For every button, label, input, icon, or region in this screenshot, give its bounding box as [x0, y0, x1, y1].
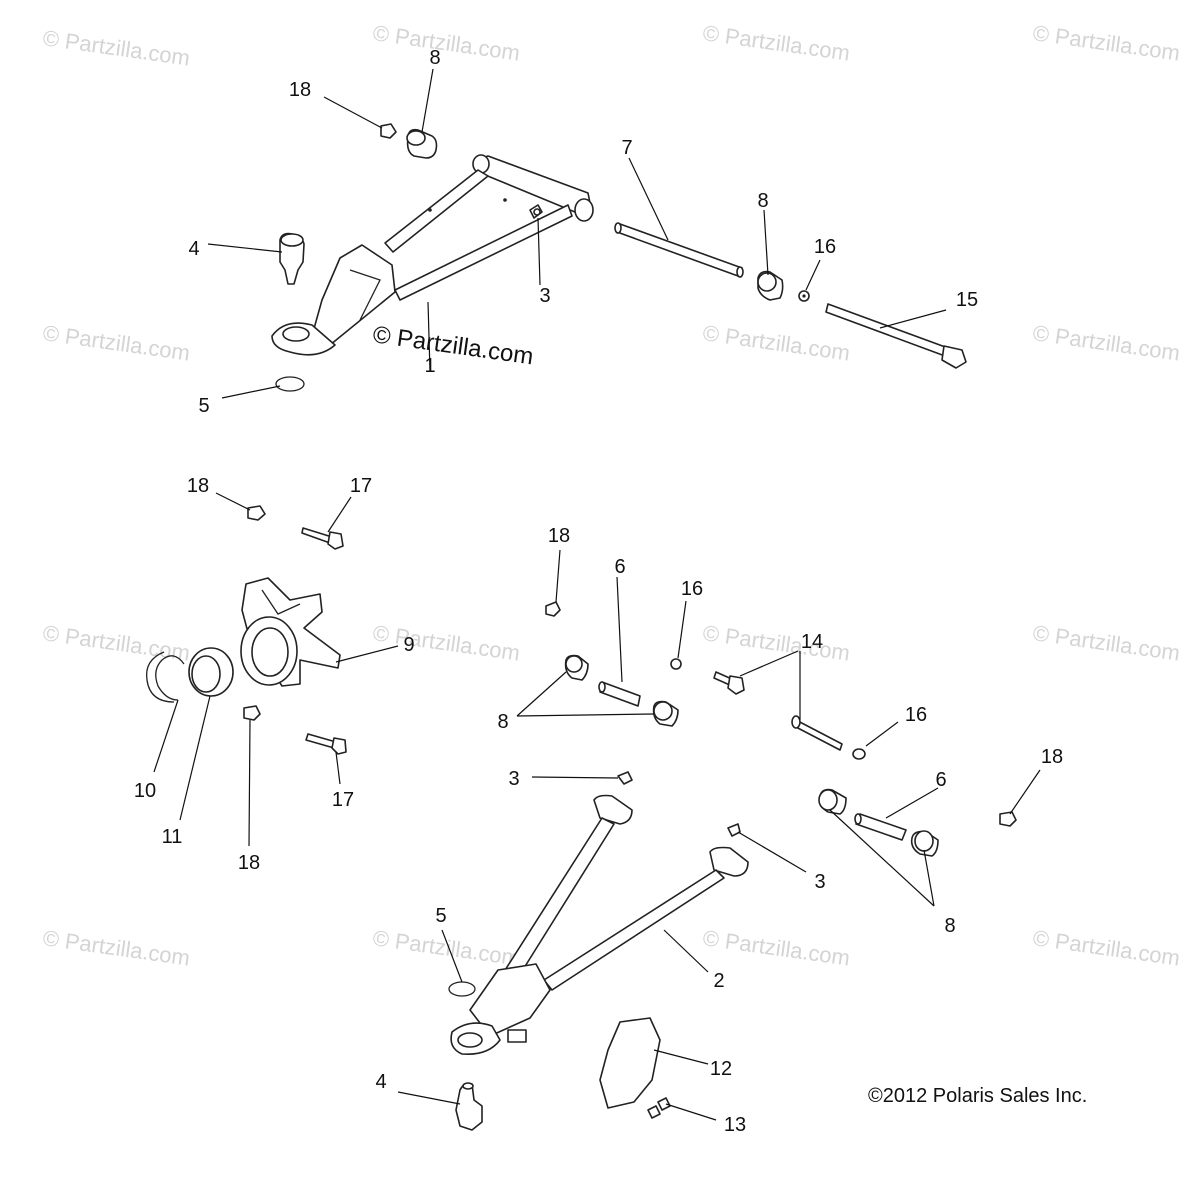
bolt-17-bottom	[305, 733, 347, 755]
watermark: © Partzilla.com	[1031, 20, 1181, 65]
part-3-lower-b	[727, 823, 741, 837]
bearing-11	[188, 647, 234, 697]
ball-joint-4-top	[279, 232, 305, 285]
watermark: © Partzilla.com	[41, 25, 191, 70]
watermark: © Partzilla.com	[371, 20, 521, 65]
circlip-5-bottom	[448, 981, 476, 997]
watermark: © Partzilla.com	[1031, 620, 1181, 665]
callout-18: 18	[238, 852, 260, 874]
watermark: © Partzilla.com	[371, 925, 521, 970]
watermark: © Partzilla.com	[701, 620, 851, 665]
watermark: © Partzilla.com	[41, 925, 191, 970]
nut-18-lower-left	[243, 705, 261, 721]
callout-16: 16	[681, 578, 703, 600]
watermark: © Partzilla.com	[41, 320, 191, 365]
part-3-upper	[529, 204, 543, 219]
guard-plate-12	[599, 1017, 661, 1109]
circlip-5-top	[275, 376, 305, 392]
callout-7: 7	[621, 137, 632, 159]
copyright-notice: ©2012 Polaris Sales Inc.	[868, 1085, 1087, 1107]
callout-6: 6	[614, 556, 625, 578]
callout-2: 2	[713, 970, 724, 992]
upper-a-arm	[271, 154, 594, 356]
callout-18: 18	[289, 79, 311, 101]
screw-13	[647, 1097, 671, 1119]
shaft-7	[614, 222, 744, 278]
callout-13: 13	[724, 1114, 746, 1136]
callout-4: 4	[375, 1071, 386, 1093]
lower-a-arm	[450, 794, 749, 1056]
bushing-8-lower-d	[910, 830, 939, 857]
callout-3: 3	[814, 871, 825, 893]
callout-8: 8	[757, 190, 768, 212]
sleeve-6-right	[854, 813, 907, 841]
bushing-8-top	[406, 128, 438, 159]
callout-3: 3	[539, 285, 550, 307]
watermark: © Partzilla.com	[1031, 925, 1181, 970]
callout-17: 17	[350, 475, 372, 497]
part-3-lower-a	[617, 771, 633, 785]
callout-11: 11	[162, 826, 183, 848]
watermark: © Partzilla.com	[371, 620, 521, 665]
bushing-8-lower-a	[564, 654, 589, 681]
nut-18-center	[545, 601, 561, 617]
knuckle-9	[240, 577, 341, 687]
callout-18: 18	[187, 475, 209, 497]
nut-18-mid	[247, 505, 266, 521]
callout-1: 1	[424, 355, 435, 377]
watermark: © Partzilla.com	[41, 620, 191, 665]
watermark-prominent: © Partzilla.com	[371, 321, 535, 370]
bolt-14-b	[791, 715, 843, 751]
sleeve-6-left	[598, 681, 641, 707]
bolt-14-a	[713, 671, 745, 695]
callout-8: 8	[497, 711, 508, 733]
callout-4: 4	[188, 238, 199, 260]
callout-17: 17	[332, 789, 354, 811]
snap-ring-10	[145, 651, 185, 703]
nut-18-far-right	[999, 811, 1017, 827]
bolt-15	[825, 303, 967, 369]
washer-16-mid	[670, 658, 682, 670]
callouts: 18 8 7 8 16 15 4 3 1 5 18 17 18 6 16 9 1…	[134, 47, 1063, 1136]
callout-5: 5	[198, 395, 209, 417]
callout-6: 6	[935, 769, 946, 791]
callout-18: 18	[1041, 746, 1063, 768]
callout-8: 8	[429, 47, 440, 69]
washer-16-top	[798, 290, 810, 302]
bushing-8-lower-b	[652, 700, 679, 727]
callout-18: 18	[548, 525, 570, 547]
callout-16: 16	[905, 704, 927, 726]
watermark: © Partzilla.com	[701, 320, 851, 365]
leader-lines	[153, 68, 1041, 1121]
callout-15: 15	[956, 289, 978, 311]
callout-8: 8	[944, 915, 955, 937]
callout-16: 16	[814, 236, 836, 258]
watermark: © Partzilla.com	[701, 925, 851, 970]
callout-9: 9	[403, 634, 414, 656]
watermark: © Partzilla.com	[701, 20, 851, 65]
callout-10: 10	[134, 780, 156, 802]
callout-12: 12	[710, 1058, 732, 1080]
callout-3: 3	[508, 768, 519, 790]
watermark: © Partzilla.com	[1031, 320, 1181, 365]
ball-joint-4-bottom	[455, 1082, 483, 1131]
bolt-17-top	[301, 527, 344, 550]
callout-5: 5	[435, 905, 446, 927]
washer-16-low	[852, 748, 866, 760]
nut-18-top	[380, 123, 397, 139]
callout-14: 14	[801, 631, 823, 653]
bushing-8-lower-c	[818, 788, 847, 815]
bushing-8-right	[757, 270, 784, 301]
